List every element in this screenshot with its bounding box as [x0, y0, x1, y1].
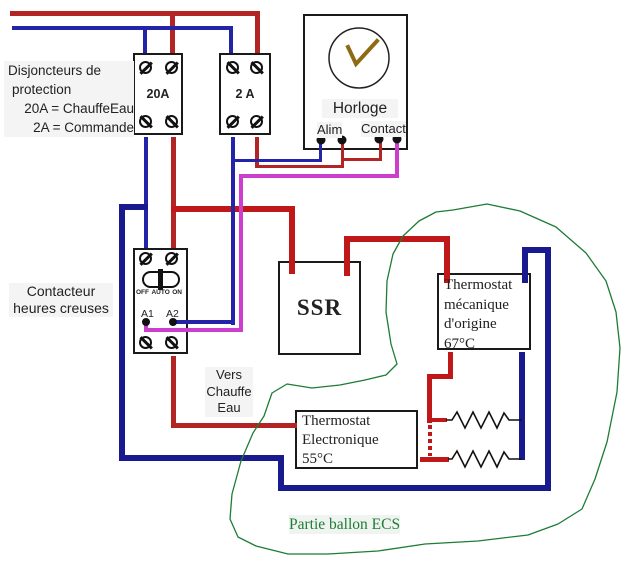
screw-icon [164, 251, 179, 266]
wire-electronic-to-resistor2 [420, 457, 449, 462]
thermostat-electronic-label: Thermostat Electronique 55°C [302, 412, 379, 469]
horloge-contact-label: Contact [361, 121, 406, 138]
wire-contact-input-drop [379, 142, 382, 161]
screw-icon [164, 60, 179, 75]
protection-note-line1: Disjoncteurs de [8, 63, 102, 78]
screw-icon [164, 114, 179, 129]
wire-contact-output-drop [395, 142, 399, 178]
thermostat-mechanical-line3: d'origine [444, 316, 497, 332]
switch-auto-label: AUTO [151, 289, 170, 296]
wire-2a-neutral-down [231, 137, 235, 325]
contactor-switch-lever [158, 269, 163, 290]
contactor-caption-line1: Contacteur [26, 283, 96, 299]
wire-neutral-to-horloge-alim [231, 159, 321, 162]
wire-ssr-input-stub [289, 206, 295, 274]
wire-to-resistor1 [427, 374, 432, 423]
switch-off-label: OFF [136, 289, 149, 296]
resistor-symbol [448, 449, 522, 469]
wire-neutral-main-down [119, 204, 125, 461]
wire-alim-phase-drop [341, 142, 344, 168]
wire-thermostat-mech-neutral-in [522, 247, 528, 283]
wire-neutral-bottom [278, 485, 551, 491]
output-note-line3: Eau [217, 400, 241, 415]
screw-icon [138, 60, 153, 75]
thermostat-electronic-line3: 55°C [302, 451, 334, 467]
protection-note-line4: 2A = Commande [33, 120, 134, 135]
resistor-symbol [446, 410, 522, 430]
wire-thermostat-mech-neutral-out [519, 352, 525, 460]
wire-2a-to-horloge-alim [255, 165, 344, 168]
output-note-line2: Chauffe [206, 383, 252, 399]
screw-icon [249, 114, 264, 129]
wire-alim-to-contact-link [342, 158, 381, 161]
thermostat-electronic-line1: Thermostat [302, 413, 371, 429]
switch-on-label: ON [172, 289, 182, 296]
wire-phase-to-20a [170, 14, 175, 53]
wire-ssr-to-thermostat-mech [344, 236, 450, 242]
screw-icon [138, 251, 153, 266]
protection-note: Disjoncteurs de protection 20A = Chauffe… [4, 61, 134, 137]
wire-20a-neutral-to-contactor [144, 137, 148, 248]
screw-icon [225, 60, 240, 75]
wire-neutral-top [12, 26, 233, 30]
screw-icon [164, 335, 179, 350]
wire-contactor-output-down [171, 356, 176, 427]
wire-alim-neutral-drop [319, 142, 322, 162]
breaker-20a-label: 20A [146, 87, 170, 101]
output-note-line1: Vers [215, 367, 242, 382]
wire-phase-top [10, 11, 260, 16]
wire-ssr-output-stub [344, 236, 350, 276]
horloge-title: Horloge [322, 99, 398, 119]
output-note: Vers Chauffe Eau [205, 367, 253, 417]
tank-note: Partie ballon ECS [289, 515, 401, 535]
horloge-alim-label: Alim [317, 122, 343, 139]
coil-a1-label: A1 [141, 308, 154, 320]
wire-neutral-to-20a [143, 26, 147, 53]
wire-neutral-to-2a [229, 26, 233, 53]
breaker-2a-label: 2 A [235, 87, 255, 101]
contactor-caption: Contacteur heures creuses [9, 283, 113, 317]
wire-dotted-link [428, 425, 432, 456]
wire-20a-to-contactor [171, 137, 176, 248]
coil-a2-label: A2 [166, 308, 179, 320]
thermostat-mechanical-line4: 67°C [444, 335, 476, 352]
wire-phase-to-2a [255, 11, 260, 53]
thermostat-mechanical-label: Thermostat mécanique d'origine 67°C [444, 276, 512, 354]
ssr-label: SSR [296, 295, 343, 320]
thermostat-electronic-line2: Electronique [302, 432, 379, 448]
wire-resistor1-stub [427, 418, 447, 422]
thermostat-mechanical-line2: mécanique [444, 296, 509, 313]
screw-icon [138, 335, 153, 350]
wire-a2-neutral [173, 320, 235, 324]
protection-note-line3: 20A = ChauffeEau [24, 101, 134, 116]
screw-icon [249, 60, 264, 75]
contactor-caption-line2: heures creuses [13, 300, 109, 316]
wire-contact-output-run [239, 174, 399, 178]
wire-contact-output-down [239, 174, 243, 332]
wire-neutral-bottom-left [119, 455, 284, 461]
wire-to-thermostat-electronic [171, 423, 297, 428]
wire-a1-stub [144, 322, 148, 332]
contactor-switch-positions: OFF AUTO ON [136, 289, 182, 296]
protection-note-line2: protection [12, 82, 72, 97]
thermostat-mechanical-line1: Thermostat [444, 277, 513, 293]
wire-neutral-right-riser [545, 247, 551, 491]
wire-2a-phase-down [255, 137, 259, 168]
wire-to-coil-a1 [144, 328, 243, 332]
screw-icon [225, 114, 240, 129]
wire-neutral-branch-jog [119, 204, 148, 210]
screw-icon [138, 114, 153, 129]
